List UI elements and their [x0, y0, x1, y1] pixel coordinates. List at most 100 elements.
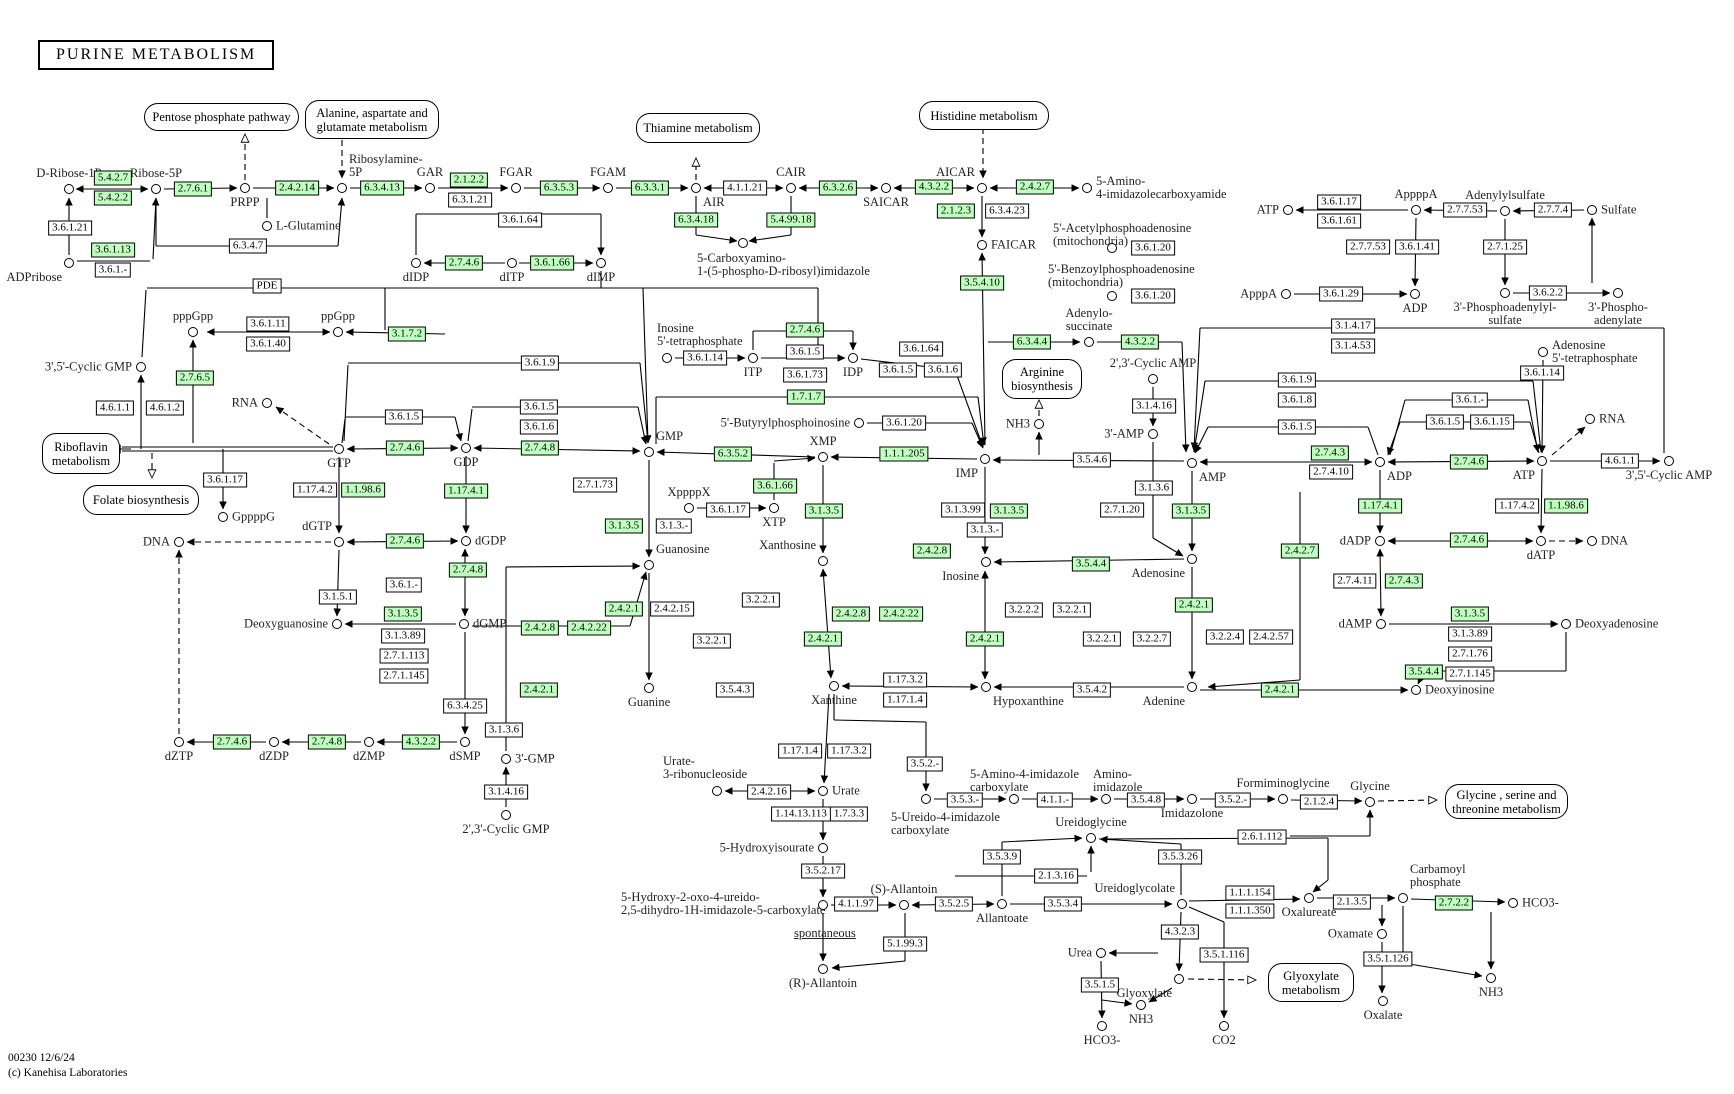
compound-3-phosphoadenylyl[interactable]	[1500, 288, 1510, 298]
enzyme-box-3-6-1-14[interactable]: 3.6.1.14	[683, 350, 727, 366]
enzyme-box-6-3-4-13[interactable]: 6.3.4.13	[360, 180, 404, 196]
compound-xmp[interactable]	[818, 452, 828, 462]
enzyme-box-2-1-2-2[interactable]: 2.1.2.2	[449, 172, 489, 188]
enzyme-box-2-4-2-7[interactable]: 2.4.2.7	[1015, 179, 1055, 195]
enzyme-box-1-1-98-6[interactable]: 1.1.98.6	[1544, 498, 1588, 514]
enzyme-box-3-1-4-17[interactable]: 3.1.4.17	[1331, 318, 1375, 334]
enzyme-box-3-5-2[interactable]: 3.5.2.-	[1214, 792, 1252, 808]
compound-node[interactable]	[662, 353, 672, 363]
enzyme-box-2-7-4-8[interactable]: 2.7.4.8	[520, 440, 560, 456]
compound-dzmp[interactable]	[364, 737, 374, 747]
enzyme-box-3-6-1-41[interactable]: 3.6.1.41	[1395, 239, 1439, 255]
enzyme-box-1-7-1-7[interactable]: 1.7.1.7	[786, 389, 826, 405]
enzyme-box-6-3-4-18[interactable]: 6.3.4.18	[674, 212, 718, 228]
enzyme-box-3-6-1-5[interactable]: 3.6.1.5	[785, 344, 825, 360]
enzyme-box-3-1-3-6[interactable]: 3.1.3.6	[1134, 480, 1174, 496]
compound-adenosine[interactable]	[1538, 347, 1548, 357]
compound-node[interactable]	[738, 238, 748, 248]
enzyme-box-2-4-2-15[interactable]: 2.4.2.15	[650, 601, 694, 617]
enzyme-box-1-1-98-6[interactable]: 1.1.98.6	[341, 482, 385, 498]
compound-damp[interactable]	[1376, 619, 1386, 629]
enzyme-box-2-4-2-1[interactable]: 2.4.2.1	[965, 631, 1005, 647]
enzyme-box-3-6-1[interactable]: 3.6.1.-	[94, 262, 132, 278]
enzyme-box-3-6-1-5[interactable]: 3.6.1.5	[1425, 414, 1465, 430]
compound-node[interactable]	[712, 786, 722, 796]
compound-fgam[interactable]	[603, 183, 613, 193]
enzyme-box-2-7-1-73[interactable]: 2.7.1.73	[573, 477, 617, 493]
enzyme-box-3-6-1-40[interactable]: 3.6.1.40	[246, 336, 290, 352]
enzyme-box-3-5-1-126[interactable]: 3.5.1.126	[1363, 951, 1413, 967]
compound-node[interactable]	[1009, 794, 1019, 804]
compound-glyoxylate[interactable]	[1174, 974, 1184, 984]
enzyme-box-4-1-1-97[interactable]: 4.1.1.97	[834, 896, 878, 912]
compound-prpp[interactable]	[240, 183, 250, 193]
enzyme-box-3-5-1-5[interactable]: 3.5.1.5	[1080, 977, 1120, 993]
enzyme-box-3-6-1-13[interactable]: 3.6.1.13	[91, 242, 135, 258]
compound-ureidoglycolate[interactable]	[1177, 899, 1187, 909]
enzyme-box-6-3-5-3[interactable]: 6.3.5.3	[539, 180, 579, 196]
compound-d-ribose-1p[interactable]	[64, 184, 74, 194]
compound-urate[interactable]	[818, 786, 828, 796]
enzyme-box-4-3-2-2[interactable]: 4.3.2.2	[914, 179, 954, 195]
enzyme-box-1-14-13-113[interactable]: 1.14.13.113	[771, 806, 831, 822]
enzyme-box-3-6-1-21[interactable]: 3.6.1.21	[48, 220, 92, 236]
compound-formiminoglycine[interactable]	[1278, 794, 1288, 804]
compound-deoxyadenosine[interactable]	[1561, 619, 1571, 629]
enzyme-box-3-5-4-6[interactable]: 3.5.4.6	[1072, 452, 1112, 468]
enzyme-box-3-6-1-6[interactable]: 3.6.1.6	[923, 362, 963, 378]
enzyme-box-2-6-1-112[interactable]: 2.6.1.112	[1237, 829, 1287, 845]
compound-aicar[interactable]	[977, 183, 987, 193]
compound-r-allantoin[interactable]	[818, 964, 828, 974]
compound-adp[interactable]	[1410, 289, 1420, 299]
compound-3-amp[interactable]	[1148, 429, 1158, 439]
enzyme-box-1-1-1-154[interactable]: 1.1.1.154	[1225, 885, 1275, 901]
enzyme-box-3-1-3-99[interactable]: 3.1.3.99	[941, 502, 985, 518]
enzyme-box-2-4-2-7[interactable]: 2.4.2.7	[1280, 543, 1320, 559]
compound-s-allantoin[interactable]	[899, 900, 909, 910]
compound-adenylylsulfate[interactable]	[1500, 206, 1510, 216]
enzyme-box-4-3-2-2[interactable]: 4.3.2.2	[1120, 334, 1160, 350]
compound-appppa[interactable]	[1411, 205, 1421, 215]
enzyme-box-3-6-1-5[interactable]: 3.6.1.5	[1277, 419, 1317, 435]
enzyme-box-3-1-3-5[interactable]: 3.1.3.5	[1171, 503, 1211, 519]
compound-fgar[interactable]	[511, 183, 521, 193]
compound-idp[interactable]	[848, 353, 858, 363]
enzyme-box-2-4-2-1[interactable]: 2.4.2.1	[1260, 682, 1300, 698]
pathway-link-alanine-aspartate-and-glutamate-metabolism[interactable]: Alanine, aspartate and glutamate metabol…	[305, 100, 439, 139]
enzyme-box-2-4-2-8[interactable]: 2.4.2.8	[520, 620, 560, 636]
compound-2-3-cyclic-gmp[interactable]	[501, 810, 511, 820]
enzyme-box-3-5-2-17[interactable]: 3.5.2.17	[801, 863, 845, 879]
enzyme-box-3-5-1-116[interactable]: 3.5.1.116	[1199, 947, 1249, 963]
enzyme-box-2-7-1-76[interactable]: 2.7.1.76	[1448, 646, 1492, 662]
enzyme-box-3-6-1-64[interactable]: 3.6.1.64	[498, 212, 542, 228]
enzyme-box-6-3-3-1[interactable]: 6.3.3.1	[630, 180, 670, 196]
compound-oxalureate[interactable]	[1304, 893, 1314, 903]
pathway-link-histidine-metabolism[interactable]: Histidine metabolism	[919, 101, 1049, 130]
compound-hco3[interactable]	[1097, 1021, 1107, 1031]
enzyme-box-3-1-7-2[interactable]: 3.1.7.2	[387, 326, 427, 342]
enzyme-box-3-5-3[interactable]: 3.5.3.-	[946, 792, 984, 808]
compound-dna[interactable]	[1587, 536, 1597, 546]
enzyme-box-1-17-3-2[interactable]: 1.17.3.2	[883, 672, 927, 688]
compound-dadp[interactable]	[1375, 536, 1385, 546]
enzyme-box-2-4-2-1[interactable]: 2.4.2.1	[519, 682, 559, 698]
enzyme-box-1-17-4-1[interactable]: 1.17.4.1	[444, 483, 488, 499]
enzyme-box-2-7-4-6[interactable]: 2.7.4.6	[785, 322, 825, 338]
compound-oxamate[interactable]	[1377, 929, 1387, 939]
enzyme-box-2-1-3-16[interactable]: 2.1.3.16	[1034, 868, 1078, 884]
enzyme-box-1-17-4-2[interactable]: 1.17.4.2	[293, 482, 337, 498]
enzyme-box-3-2-2-1[interactable]: 3.2.2.1	[692, 633, 732, 649]
compound-faicar[interactable]	[977, 240, 987, 250]
enzyme-box-2-7-7-4[interactable]: 2.7.7.4	[1533, 202, 1573, 218]
compound-guanine[interactable]	[644, 683, 654, 693]
compound-5-hydroxyisourate[interactable]	[818, 843, 828, 853]
compound-ureidoglycine[interactable]	[1086, 833, 1096, 843]
compound-ditp[interactable]	[507, 258, 517, 268]
enzyme-box-2-7-7-53[interactable]: 2.7.7.53	[1443, 202, 1487, 218]
compound-adenine[interactable]	[1187, 682, 1197, 692]
compound-cair[interactable]	[786, 183, 796, 193]
enzyme-box-2-7-1-20[interactable]: 2.7.1.20	[1100, 502, 1144, 518]
enzyme-box-3-2-2-1[interactable]: 3.2.2.1	[741, 592, 781, 608]
enzyme-box-3-2-2-2[interactable]: 3.2.2.2	[1004, 602, 1044, 618]
compound-5-amino[interactable]	[1082, 183, 1092, 193]
